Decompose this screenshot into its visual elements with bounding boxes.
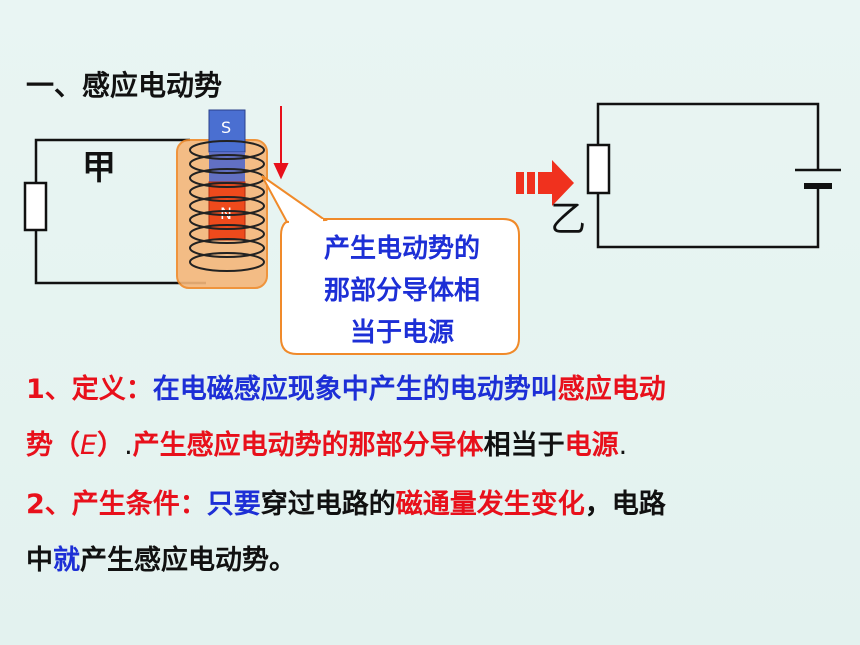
condition-text-4: 产生感应电动势。	[80, 545, 296, 576]
circuit-yi-wires	[596, 102, 820, 249]
condition-text-3: 中	[26, 545, 53, 576]
transition-arrow	[516, 160, 574, 206]
callout-bubble	[280, 218, 520, 355]
circuit-jia-label: 甲	[82, 148, 116, 188]
callout-line: 产生电动势的	[323, 234, 480, 264]
motion-arrow	[273, 106, 289, 180]
section-heading: 一、感应电动势	[26, 69, 223, 102]
callout-line: 当于电源	[349, 318, 454, 348]
term-flux-change: 磁通量发生变化	[395, 489, 585, 520]
magnet-s-pole: S	[221, 118, 231, 137]
definition-paragraph: 1、定义：在电磁感应现象中产生的电动势叫感应电动势（E）.产生感应电动势的那部分…	[26, 362, 836, 474]
end-period: .	[618, 430, 628, 461]
condition-text-2: ，电路	[584, 489, 666, 520]
callout-text: 产生电动势的 那部分导体相 当于电源	[292, 228, 512, 354]
term-power-source: 电源	[564, 430, 619, 461]
term-then: 就	[53, 545, 80, 576]
term-induced-emf-cont: 势（	[26, 430, 80, 461]
circuit-jia-wires	[34, 138, 206, 285]
condition-text: 穿过电路的	[260, 489, 396, 520]
term-induced-emf: 感应电动	[557, 374, 666, 405]
term-paren-close: ）	[97, 430, 125, 461]
term-only-if: 只要	[206, 489, 261, 520]
magnet-n-pole: N	[220, 204, 232, 223]
callout-pointer	[261, 175, 328, 224]
symbol-e: E	[80, 430, 98, 461]
resistor-jia	[23, 181, 48, 232]
definition-text: 在电磁感应现象中产生的电动势叫	[152, 374, 558, 405]
condition-paragraph: 2、产生条件：只要穿过电路的磁通量发生变化，电路中就产生感应电动势。	[26, 477, 836, 589]
circuit-yi-label: 乙	[550, 199, 587, 240]
term-conductor: 产生感应电动势的那部分导体	[132, 430, 484, 461]
callout-line: 那部分导体相	[323, 276, 480, 306]
bar-magnet: S N	[208, 109, 246, 241]
resistor-yi	[586, 143, 611, 195]
battery-icon	[795, 168, 841, 189]
definition-prefix: 1、定义：	[26, 374, 153, 405]
equivalent-text: 相当于	[483, 430, 565, 461]
condition-prefix: 2、产生条件：	[26, 489, 207, 520]
sentence-period: .	[124, 430, 133, 461]
